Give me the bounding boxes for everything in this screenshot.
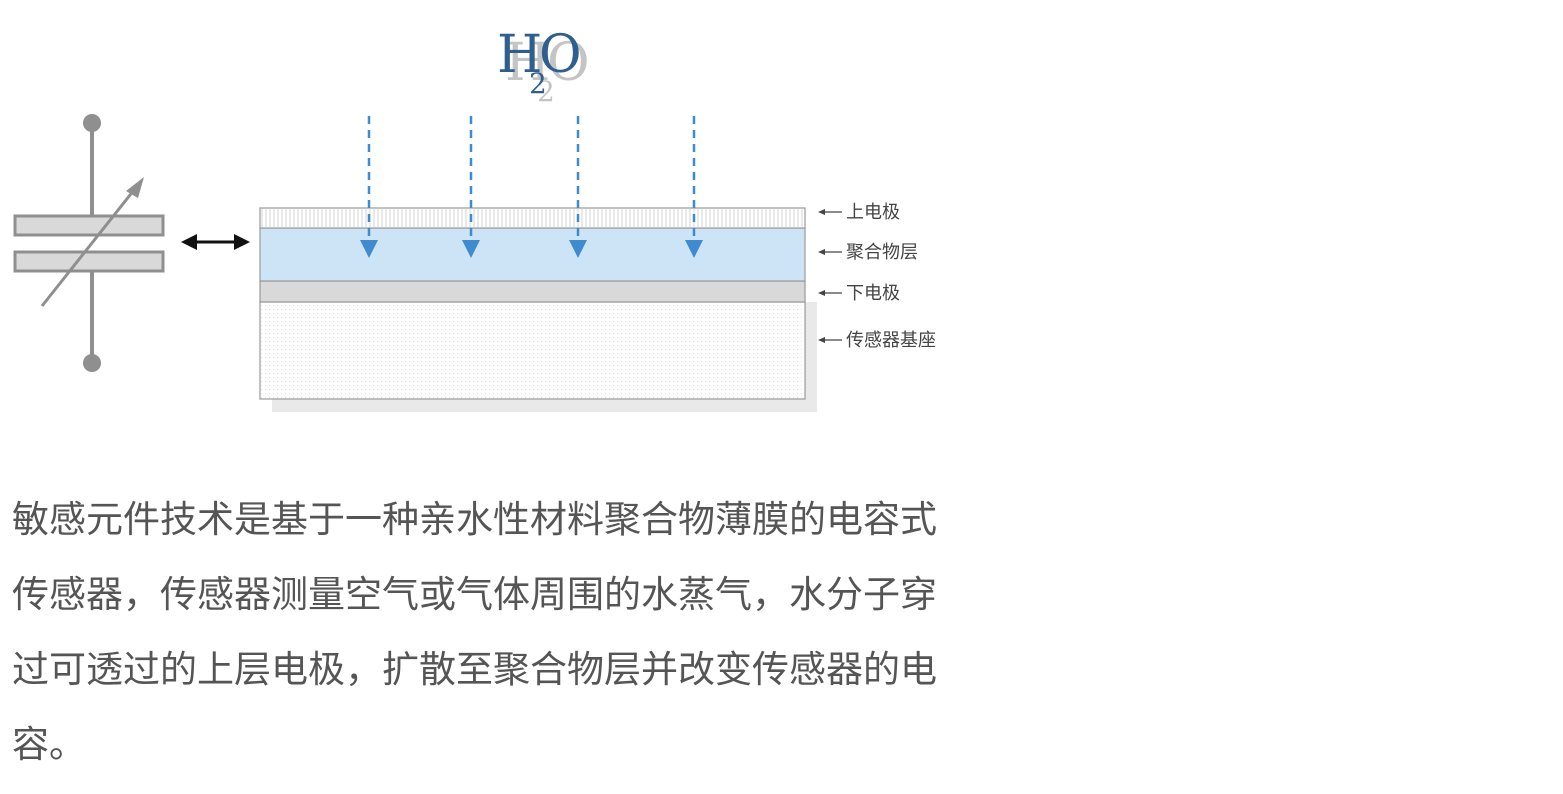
label-top-electrode: 上电极: [846, 202, 900, 223]
double-arrow-icon: [181, 234, 250, 250]
h2o-shadow: H 2 O: [505, 33, 590, 108]
svg-text:O: O: [547, 33, 590, 93]
label-pointers: [818, 209, 842, 343]
label-polymer-layer: 聚合物层: [846, 242, 918, 263]
polymer-layer: [259, 227, 806, 282]
h2o-formula: H 2 O H 2 O: [497, 25, 590, 108]
svg-text:O: O: [539, 25, 582, 85]
svg-text:H: H: [505, 33, 550, 93]
svg-text:2: 2: [537, 75, 555, 108]
vapor-arrow: [360, 116, 378, 258]
label-bottom-electrode: 下电极: [846, 283, 900, 304]
label-sensor-base: 传感器基座: [846, 330, 936, 351]
vapor-arrow: [462, 116, 480, 258]
svg-text:H: H: [497, 25, 542, 85]
bottom-electrode: [259, 280, 806, 303]
description-paragraph: 敏感元件技术是基于一种亲水性材料聚合物薄膜的电容式传感器，传感器测量空气或气体周…: [12, 498, 937, 766]
variable-capacitor-icon: [13, 114, 165, 372]
humidity-sensor-diagram: H 2 O H 2 O: [13, 25, 936, 412]
svg-text:2: 2: [529, 67, 547, 100]
vapor-arrow: [685, 116, 703, 258]
water-vapor-arrows: [360, 116, 703, 258]
vapor-arrow: [569, 116, 587, 258]
h2o-main: H 2 O: [497, 25, 582, 100]
sensor-stack: [259, 207, 817, 412]
